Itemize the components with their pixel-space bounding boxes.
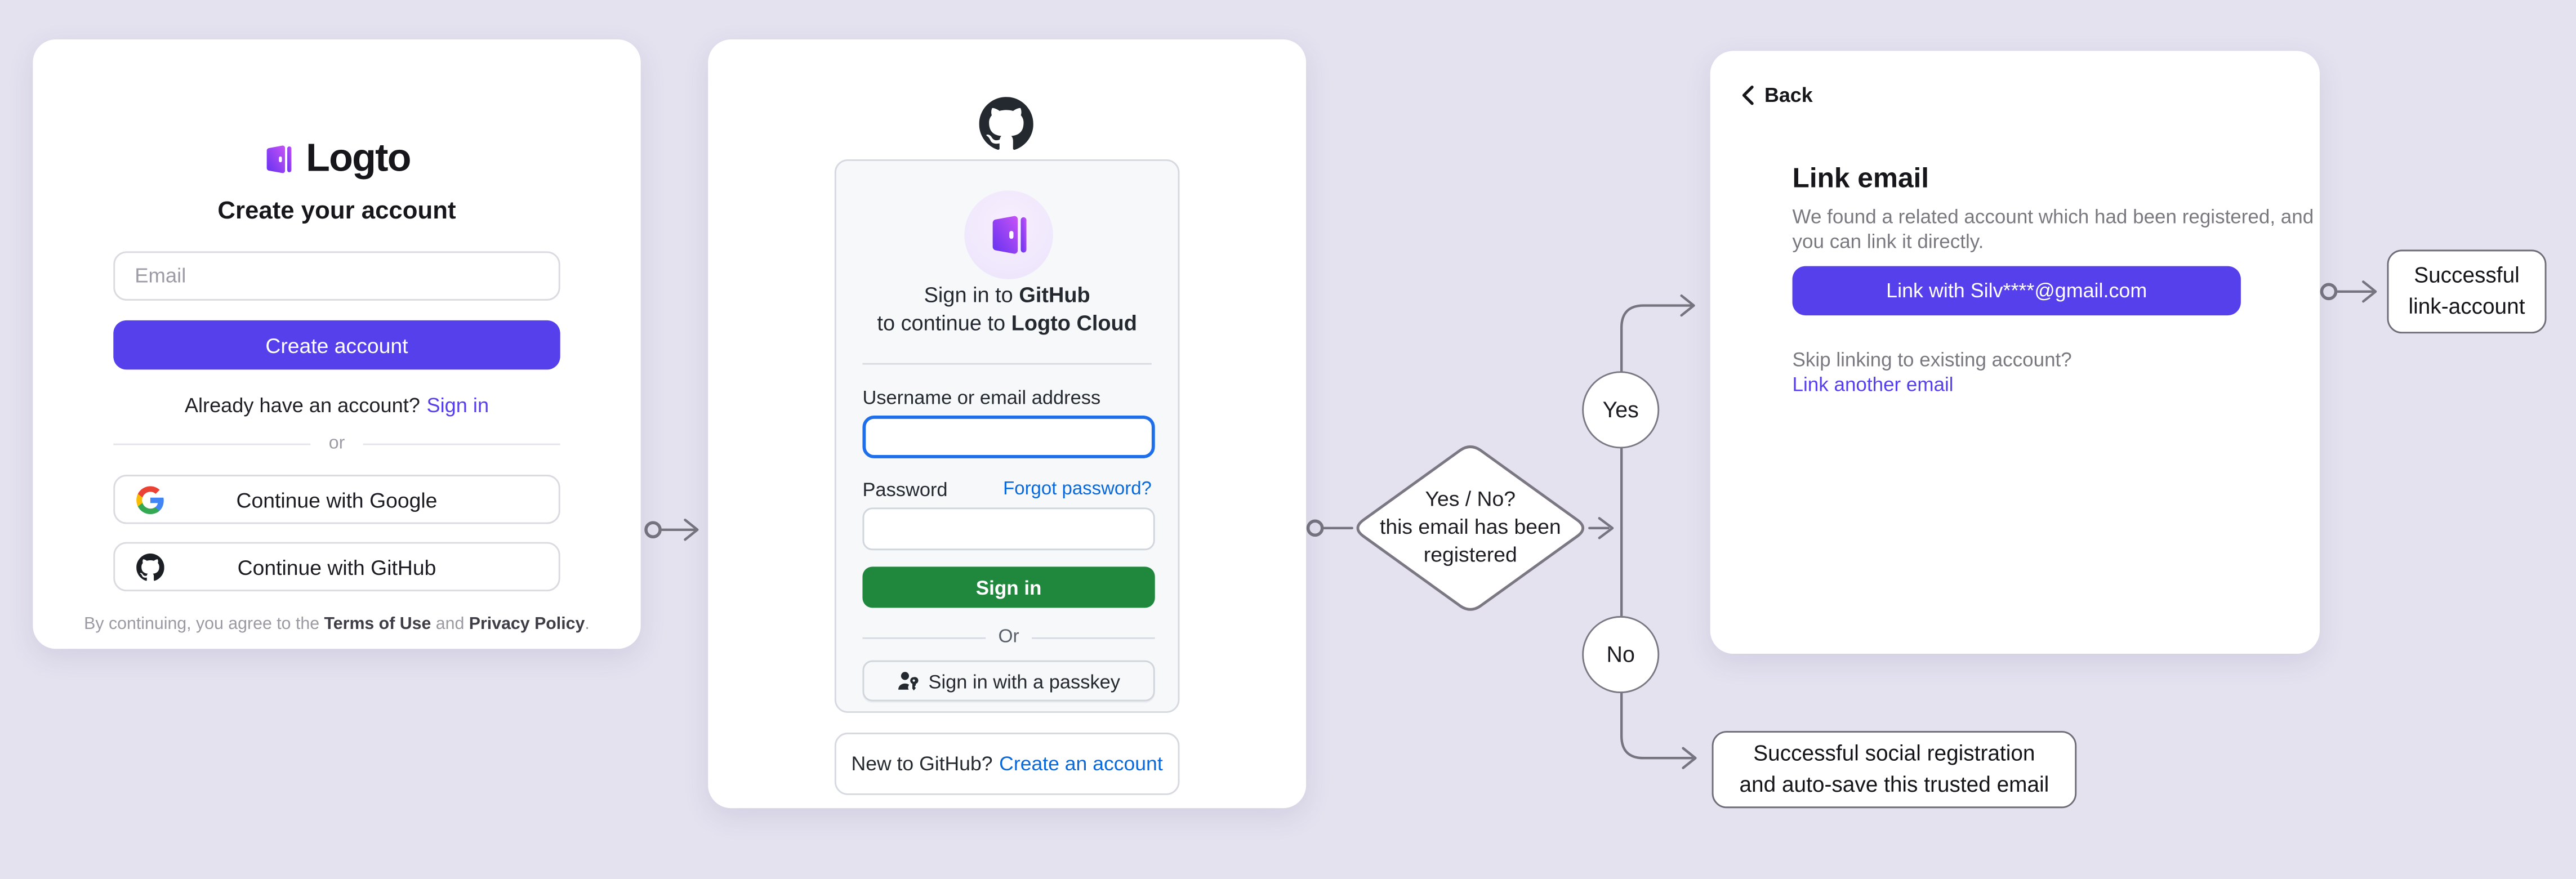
divider-line — [113, 443, 311, 445]
logto-door-icon — [267, 145, 292, 173]
no-badge: No — [1582, 615, 1660, 694]
back-button-label: Back — [1764, 83, 1813, 107]
github-octocat-icon — [136, 554, 164, 581]
arrowhead-icon — [1682, 747, 1697, 769]
divider-line — [363, 443, 560, 445]
github-signin-card: Sign in to GitHub to continue to Logto C… — [708, 39, 1307, 809]
outcome-successful-social-registration: Successful social registration and auto-… — [1712, 731, 2077, 809]
divider-line — [1032, 636, 1155, 639]
outcome-text: and auto-save this trusted email — [1739, 771, 2049, 796]
password-input[interactable] — [862, 507, 1155, 551]
logto-brand: Logto — [33, 136, 640, 182]
divider-label: or — [328, 434, 345, 454]
arrowhead-icon — [684, 519, 699, 541]
heading-bold-text: Logto Cloud — [1011, 310, 1137, 336]
no-branch-line — [1620, 526, 1693, 760]
page-title: Create your account — [217, 197, 456, 225]
skip-linking-prompt: Skip linking to existing account? — [1792, 348, 2072, 372]
heading-text: Sign in to — [924, 282, 1019, 307]
yes-badge-label: Yes — [1602, 397, 1639, 422]
heading-text: to continue to — [877, 310, 1011, 336]
description-text: We found a related account which had bee… — [1792, 205, 2314, 229]
github-octocat-icon — [979, 97, 1033, 150]
continue-with-github-button[interactable]: Continue with GitHub — [113, 542, 560, 592]
logto-brand-name: Logto — [306, 136, 411, 181]
signin-heading-line2: to continue to Logto Cloud — [836, 310, 1178, 335]
signin-link[interactable]: Sign in — [426, 394, 489, 417]
decision-line-1: Yes / No? — [1425, 486, 1516, 511]
outcome-text: link-account — [2408, 293, 2525, 318]
arrowhead-icon — [2362, 280, 2377, 303]
passkey-signin-label: Sign in with a passkey — [928, 669, 1121, 693]
link-another-email-link[interactable]: Link another email — [1792, 373, 1954, 396]
footer-text: . — [585, 615, 590, 634]
outcome-text: Successful — [2414, 262, 2520, 288]
signin-heading-line1: Sign in to GitHub — [836, 283, 1178, 307]
logto-door-icon — [992, 216, 1027, 254]
description-text: you can link it directly. — [1792, 229, 1984, 253]
outcome-successful-link-account: Successful link-account — [2387, 249, 2547, 334]
decision-line-3: registered — [1423, 542, 1517, 568]
continue-with-google-button[interactable]: Continue with Google — [113, 475, 560, 524]
arrowhead-icon — [1680, 294, 1695, 317]
connector-dot — [2320, 283, 2338, 301]
github-signin-button-label: Sign in — [975, 575, 1042, 599]
heading-bold-text: GitHub — [1019, 282, 1090, 307]
terms-footer: By continuing, you agree to the Terms of… — [33, 616, 640, 634]
page-title: Link email — [1792, 162, 1929, 194]
continue-with-google-label: Continue with Google — [236, 487, 438, 512]
footer-text: and — [431, 615, 469, 634]
create-account-button[interactable]: Create account — [113, 320, 560, 370]
username-label: Username or email address — [862, 386, 1101, 409]
link-email-description: We found a related account which had bee… — [1793, 206, 2314, 253]
password-label: Password — [862, 478, 948, 501]
yes-badge: Yes — [1582, 371, 1660, 449]
github-create-account-link[interactable]: Create an account — [999, 752, 1163, 775]
passkey-signin-button[interactable]: Sign in with a passkey — [862, 660, 1155, 702]
create-account-prompt-box: New to GitHub? Create an account — [834, 733, 1180, 795]
new-to-github-text: New to GitHub? — [851, 752, 993, 775]
connector-dot — [1306, 519, 1324, 537]
chevron-left-icon — [1742, 85, 1754, 105]
terms-of-use-link[interactable]: Terms of Use — [324, 615, 431, 634]
or-divider: or — [113, 434, 560, 453]
footer-text: By continuing, you agree to the — [84, 615, 324, 634]
email-input[interactable] — [113, 251, 560, 301]
create-account-button-label: Create account — [265, 332, 408, 358]
decision-diamond-shape — [1356, 445, 1585, 611]
divider-line — [862, 636, 986, 639]
decision-line-2: this email has been — [1379, 514, 1561, 539]
privacy-policy-link[interactable]: Privacy Policy — [469, 615, 585, 634]
passkey-icon — [898, 672, 919, 691]
divider-label: Or — [998, 627, 1019, 648]
signin-prompt-text: Already have an account? — [184, 394, 420, 417]
logto-app-avatar — [964, 190, 1053, 279]
link-with-email-button[interactable]: Link with Silv****@gmail.com — [1792, 266, 2241, 316]
github-signin-button[interactable]: Sign in — [862, 566, 1155, 608]
google-icon — [136, 486, 164, 515]
arrowhead-icon — [1598, 517, 1614, 539]
github-signin-panel: Sign in to GitHub to continue to Logto C… — [834, 159, 1180, 713]
continue-with-github-label: Continue with GitHub — [237, 554, 436, 579]
outcome-text: Successful social registration — [1753, 740, 2035, 766]
back-button[interactable]: Back — [1741, 84, 1813, 107]
signin-prompt-row: Already have an account? Sign in — [33, 394, 640, 417]
divider-line — [862, 363, 1152, 365]
link-with-email-button-label: Link with Silv****@gmail.com — [1886, 279, 2147, 302]
username-input[interactable] — [862, 416, 1155, 458]
decision-diamond-label: Yes / No? this email has been registered — [1347, 485, 1594, 570]
or-divider: Or — [862, 627, 1155, 647]
no-badge-label: No — [1606, 642, 1635, 667]
logto-signup-card: Logto Create your account Create account… — [33, 39, 641, 649]
connector-dot — [644, 521, 662, 539]
yes-branch-line — [1620, 304, 1692, 530]
forgot-password-link[interactable]: Forgot password? — [1003, 479, 1152, 499]
link-email-card: Back Link email We found a related accou… — [1710, 51, 2320, 654]
